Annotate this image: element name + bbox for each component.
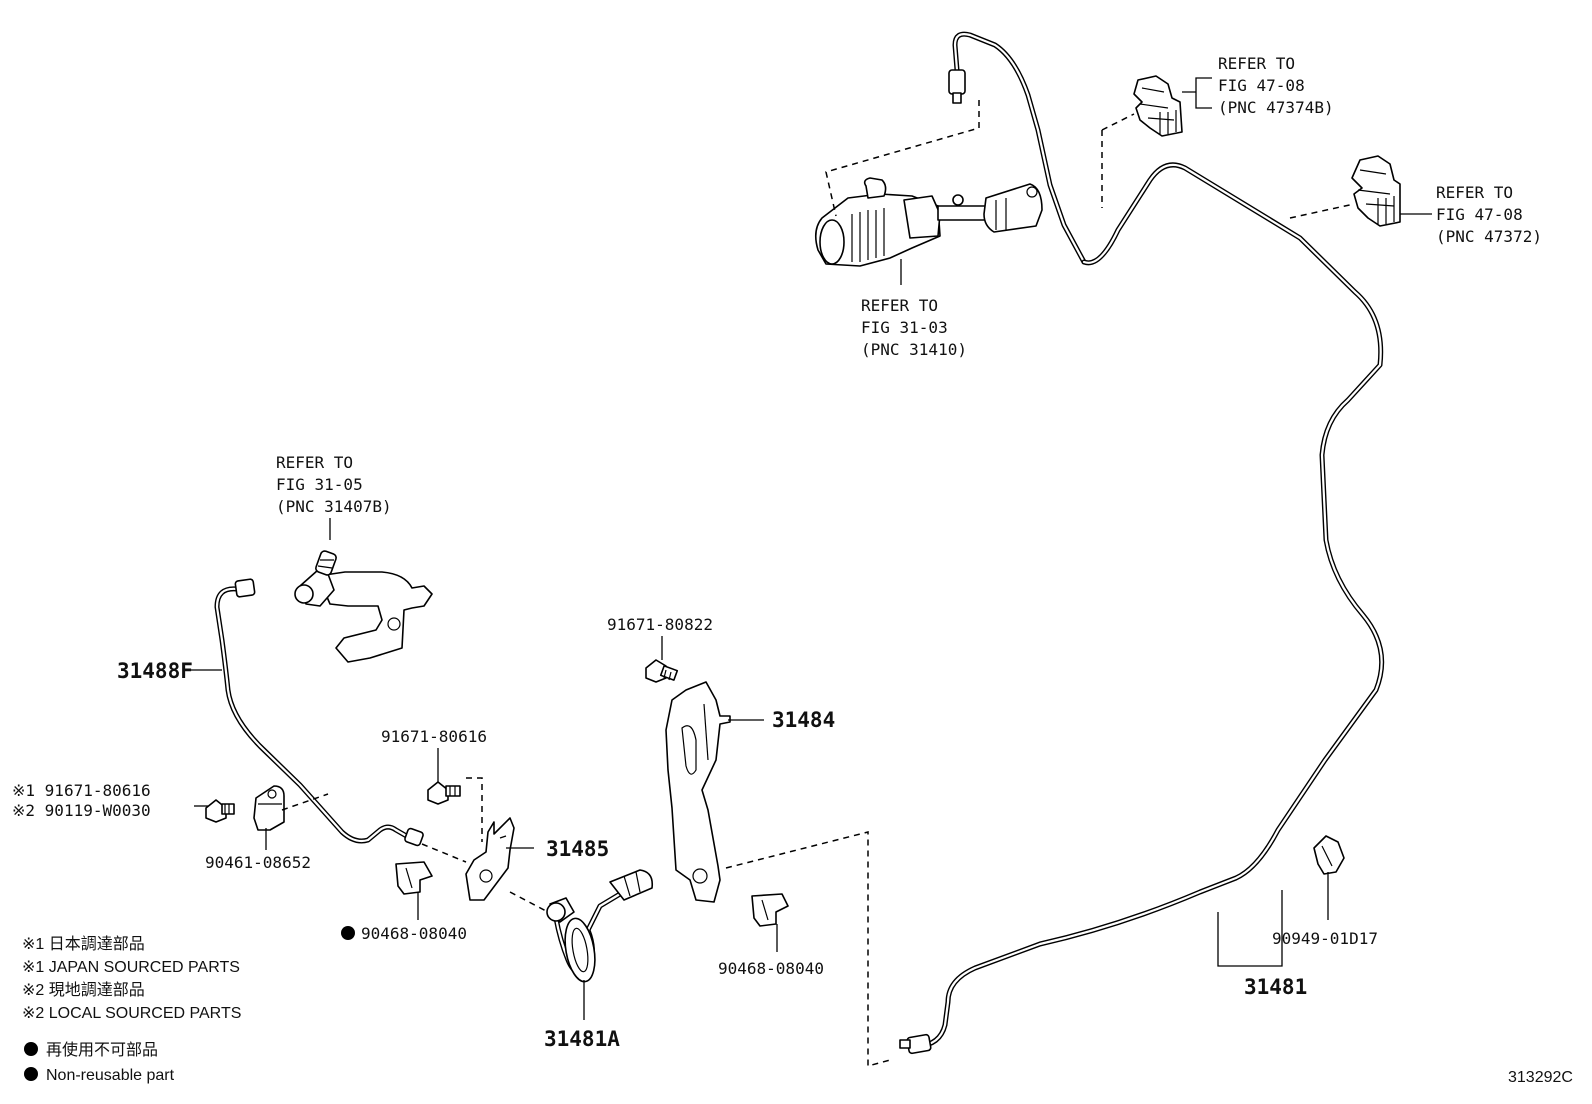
flexible-hose-31481A[interactable] <box>546 869 654 984</box>
label-bolt-alt-1[interactable]: ※1 91671-80616 <box>12 781 151 800</box>
label-90468-08040-right[interactable]: 90468-08040 <box>718 959 824 978</box>
master-cylinder[interactable] <box>814 177 1043 285</box>
ref-31410-line2[interactable]: FIG 31-03 <box>861 318 948 337</box>
ref-47374B-line3[interactable]: (PNC 47374B) <box>1218 98 1334 117</box>
part-labels: 31488F 31485 31484 31481A 31481 91671-80… <box>12 615 1378 1051</box>
bolt-alt[interactable] <box>205 799 235 823</box>
clip-47374B[interactable] <box>1133 75 1212 137</box>
legend: ※1 日本調達部品 ※1 JAPAN SOURCED PARTS ※2 現地調達… <box>22 935 241 1084</box>
ref-47372-line3[interactable]: (PNC 47372) <box>1436 227 1542 246</box>
legend-line-2: ※1 JAPAN SOURCED PARTS <box>22 959 240 976</box>
clamp-90949-01D17[interactable] <box>1313 835 1345 875</box>
ref-47372-line2[interactable]: FIG 47-08 <box>1436 205 1523 224</box>
bolt-91671-80822[interactable] <box>645 659 679 683</box>
label-31481[interactable]: 31481 <box>1244 975 1307 999</box>
legend-line-1: ※1 日本調達部品 <box>22 935 145 953</box>
ref-31407B-line2[interactable]: FIG 31-05 <box>276 475 363 494</box>
label-91671-80616[interactable]: 91671-80616 <box>381 727 487 746</box>
ref-47372-line1[interactable]: REFER TO <box>1436 183 1513 202</box>
clamp-90461-08652[interactable] <box>253 785 285 831</box>
refer-labels: REFER TO FIG 47-08 (PNC 47374B) REFER TO… <box>276 54 1542 516</box>
legend-line-3: ※2 現地調達部品 <box>22 981 145 999</box>
clutch-tube-31481[interactable] <box>899 31 1385 1055</box>
non-reusable-marker-icon <box>341 926 355 940</box>
clutch-tube-31488F[interactable] <box>214 578 424 847</box>
ref-31410-line1[interactable]: REFER TO <box>861 296 938 315</box>
ref-31407B-line1[interactable]: REFER TO <box>276 453 353 472</box>
release-cylinder-bracket[interactable] <box>294 518 433 663</box>
label-31484[interactable]: 31484 <box>772 708 835 732</box>
label-31488F[interactable]: 31488F <box>117 659 193 683</box>
assembly-lines <box>281 100 1355 1067</box>
clip-90468-08040-right[interactable] <box>751 893 789 927</box>
label-91671-80822[interactable]: 91671-80822 <box>607 615 713 634</box>
leader-lines <box>189 636 1329 1020</box>
bracket-31485[interactable] <box>465 817 515 901</box>
label-bolt-alt-2[interactable]: ※2 90119-W0030 <box>12 801 151 820</box>
bolt-91671-80616[interactable] <box>427 781 461 805</box>
clip-90468-08040-left[interactable] <box>395 861 433 895</box>
label-90468-08040-left[interactable]: 90468-08040 <box>361 924 467 943</box>
legend-bullet-icon <box>24 1042 38 1056</box>
label-90949-01D17[interactable]: 90949-01D17 <box>1272 929 1378 948</box>
label-90461-08652[interactable]: 90461-08652 <box>205 853 311 872</box>
legend-line-6: Non-reusable part <box>46 1067 175 1084</box>
clip-47372[interactable] <box>1351 155 1432 227</box>
ref-47374B-line1[interactable]: REFER TO <box>1218 54 1295 73</box>
legend-line-5: 再使用不可部品 <box>46 1041 158 1059</box>
bracket-31484[interactable] <box>665 681 731 903</box>
label-31481A[interactable]: 31481A <box>544 1027 620 1051</box>
diagram-id: 313292C <box>1508 1069 1573 1086</box>
legend-bullet-icon <box>24 1067 38 1081</box>
ref-31410-line3[interactable]: (PNC 31410) <box>861 340 967 359</box>
ref-31407B-line3[interactable]: (PNC 31407B) <box>276 497 392 516</box>
label-31485[interactable]: 31485 <box>546 837 609 861</box>
legend-line-4: ※2 LOCAL SOURCED PARTS <box>22 1005 241 1022</box>
ref-47374B-line2[interactable]: FIG 47-08 <box>1218 76 1305 95</box>
